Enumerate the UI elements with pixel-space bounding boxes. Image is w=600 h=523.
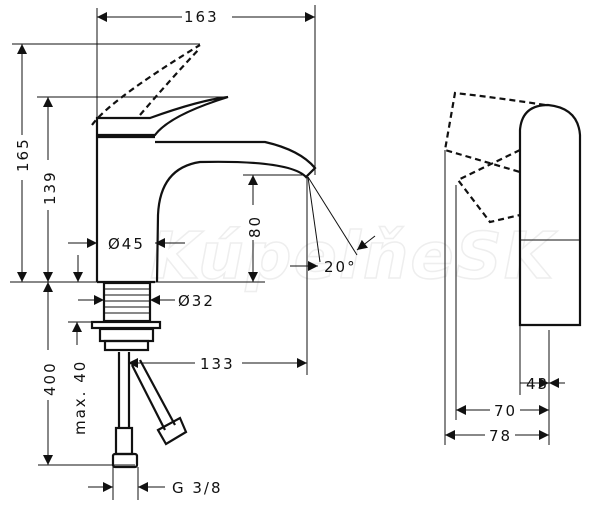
faucet-side-view: 43 70 78 [443,91,582,445]
dim-diameter-45: Ø45 [108,235,145,253]
dim-400: 400 [41,361,59,396]
dim-80: 80 [246,215,264,238]
dim-133: 133 [200,355,235,373]
dim-thread-g38: G 3/8 [172,479,223,497]
faucet-front-view [90,44,317,469]
dim-diameter-32: Ø32 [178,292,215,310]
dim-angle-20: 20° [324,258,357,276]
watermark: KúpelňeSK [150,220,558,294]
dim-max-40: max. 40 [71,360,89,435]
front-dimensions: 163 165 139 80 Ø45 20° Ø32 133 400 [10,5,376,500]
dim-139: 139 [41,170,59,205]
dim-163: 163 [184,8,219,26]
dim-70: 70 [494,402,517,420]
dim-78: 78 [489,427,512,445]
dim-165: 165 [14,137,32,172]
dim-43: 43 [526,375,549,393]
